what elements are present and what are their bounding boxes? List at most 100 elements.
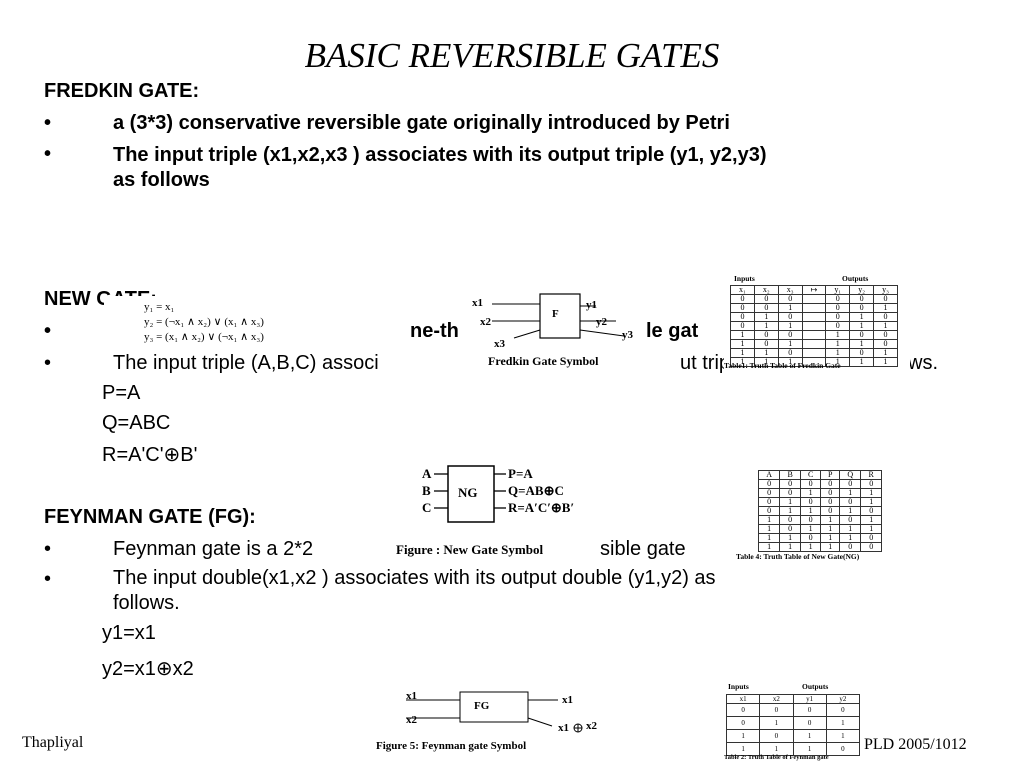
fredkin-table-caption: Table1: Truth Table of Fredkin Gate: [724, 361, 841, 370]
fredkin-out-y1: y1: [586, 299, 597, 311]
table-cell: 0: [825, 742, 861, 756]
table-cell: 1: [759, 716, 794, 730]
fredkin-out-y3: y3: [622, 329, 633, 341]
table-cell: [801, 330, 827, 340]
fredkin-eq-1: y₁ = x₁: [144, 301, 175, 313]
feynman-gate-diagram: [406, 691, 583, 733]
new-gate-bullet-1-fragment-b: le gat: [646, 320, 699, 342]
feynman-out-x1: x1: [562, 694, 573, 706]
feynman-in-x1: x1: [406, 690, 417, 702]
feynman-eq-2: y2=x1⊕x2: [102, 658, 194, 680]
table-cell: 1: [792, 729, 827, 743]
fredkin-equations-image: y₁ = x₁ y₂ = (¬x₁ ∧ x₂) ∨ (x₁ ∧ x₃) y₃ =…: [104, 296, 314, 352]
table-header-cell: y2: [825, 694, 861, 704]
table-header-cell: x1: [725, 694, 761, 704]
feynman-bullet-2-line-2: follows.: [113, 592, 180, 614]
feynman-table-caption: Table 2: Truth Table of Feynman gate: [724, 754, 829, 761]
fredkin-symbol-caption: Fredkin Gate Symbol: [488, 354, 599, 368]
new-gate-bullet-2-fragment-c: ws.: [908, 352, 938, 374]
table-cell: 1: [799, 542, 822, 552]
feynman-bullet-1-fragment-b: sible gate: [600, 538, 686, 560]
table-cell: [801, 303, 827, 313]
table-cell: 0: [725, 716, 761, 730]
table-cell: 1: [849, 357, 875, 367]
fredkin-in-x1: x1: [472, 297, 483, 309]
fredkin-bullet-2: •: [44, 143, 51, 166]
fredkin-eq-2: y₂ = (¬x₁ ∧ x₂) ∨ (x₁ ∧ x₃): [144, 316, 264, 328]
feynman-bullet-2: •: [44, 568, 51, 591]
bullet-dot: •: [44, 352, 52, 374]
bullet-dot: •: [44, 320, 52, 342]
feynman-in-x2: x2: [406, 714, 417, 726]
feynman-out-x1-b: x1: [558, 722, 569, 734]
table-cell: [801, 321, 827, 331]
table-cell: 1: [873, 357, 898, 367]
table-cell: 1: [779, 542, 801, 552]
bullet-dot: •: [44, 568, 52, 590]
feynman-bullet-1-fragment-a: Feynman gate is a 2*2: [113, 538, 314, 560]
new-gate-in-a: A: [422, 466, 432, 481]
table-cell: 1: [725, 729, 761, 743]
table-cell: 0: [825, 703, 861, 717]
feynman-out-x2: x2: [586, 720, 597, 732]
table-cell: 1: [825, 729, 861, 743]
table-cell: 0: [759, 729, 794, 743]
table-cell: 1: [825, 716, 861, 730]
feynman-box-label: FG: [474, 700, 490, 712]
fredkin-bullet-2-line-2: as follows: [113, 169, 210, 191]
slide-title: BASIC REVERSIBLE GATES: [304, 36, 720, 75]
new-gate-in-b: B: [422, 483, 431, 498]
fredkin-heading: FREDKIN GATE:: [44, 80, 200, 102]
new-gate-out-p: P=A: [508, 466, 533, 481]
fredkin-bullet-2-text: The input triple (x1,x2,x3 ) associates …: [113, 143, 767, 193]
table-cell: [801, 312, 827, 322]
fredkin-out-y2: y2: [596, 316, 607, 328]
new-gate-bullet-2-fragment-a: The input triple (A,B,C) associ: [113, 352, 379, 374]
table-header-row: x1 x2 y1 y2: [725, 694, 861, 704]
new-gate-bullet-1: •: [44, 320, 51, 343]
table-header-cell: x2: [759, 694, 794, 704]
table-cell: 1: [820, 542, 841, 552]
fredkin-box-label: F: [552, 308, 559, 320]
table-header-cell: ↦: [801, 285, 827, 295]
new-gate-bullet-1-fragment-a: ne-th: [410, 320, 459, 342]
footer-reference: PLD 2005/1012: [864, 736, 967, 753]
new-gate-bullet-2: •: [44, 352, 51, 375]
table-cell: 1: [725, 742, 761, 756]
footer-author: Thapliyal: [22, 734, 84, 751]
table-cell: 0: [792, 703, 827, 717]
table-cell: 1: [777, 357, 803, 367]
feynman-heading: FEYNMAN GATE (FG):: [44, 506, 256, 528]
table-header-row: x₁ x₂ x₃ ↦ y₁ y₂ y₃: [730, 285, 898, 295]
new-gate-bullet-2-fragment-b: ut trip: [680, 352, 731, 374]
bullet-dot: •: [44, 112, 52, 134]
feynman-bullet-1: •: [44, 538, 51, 561]
fredkin-in-x2: x2: [480, 316, 491, 328]
new-gate-symbol-caption: Figure : New Gate Symbol: [396, 542, 544, 558]
fredkin-gate-diagram: [492, 293, 625, 339]
new-gate-box-label: NG: [458, 485, 478, 500]
feynman-gate-symbol: x1 x2 FG x1 x1 x2 Figure 5: Feynman gate…: [372, 684, 620, 756]
new-gate-table-caption: Table 4: Truth Table of New Gate(NG): [736, 552, 860, 561]
new-gate-symbol: A B C NG P=A Q=AB⊕C R=A′C′⊕B′: [412, 462, 598, 528]
